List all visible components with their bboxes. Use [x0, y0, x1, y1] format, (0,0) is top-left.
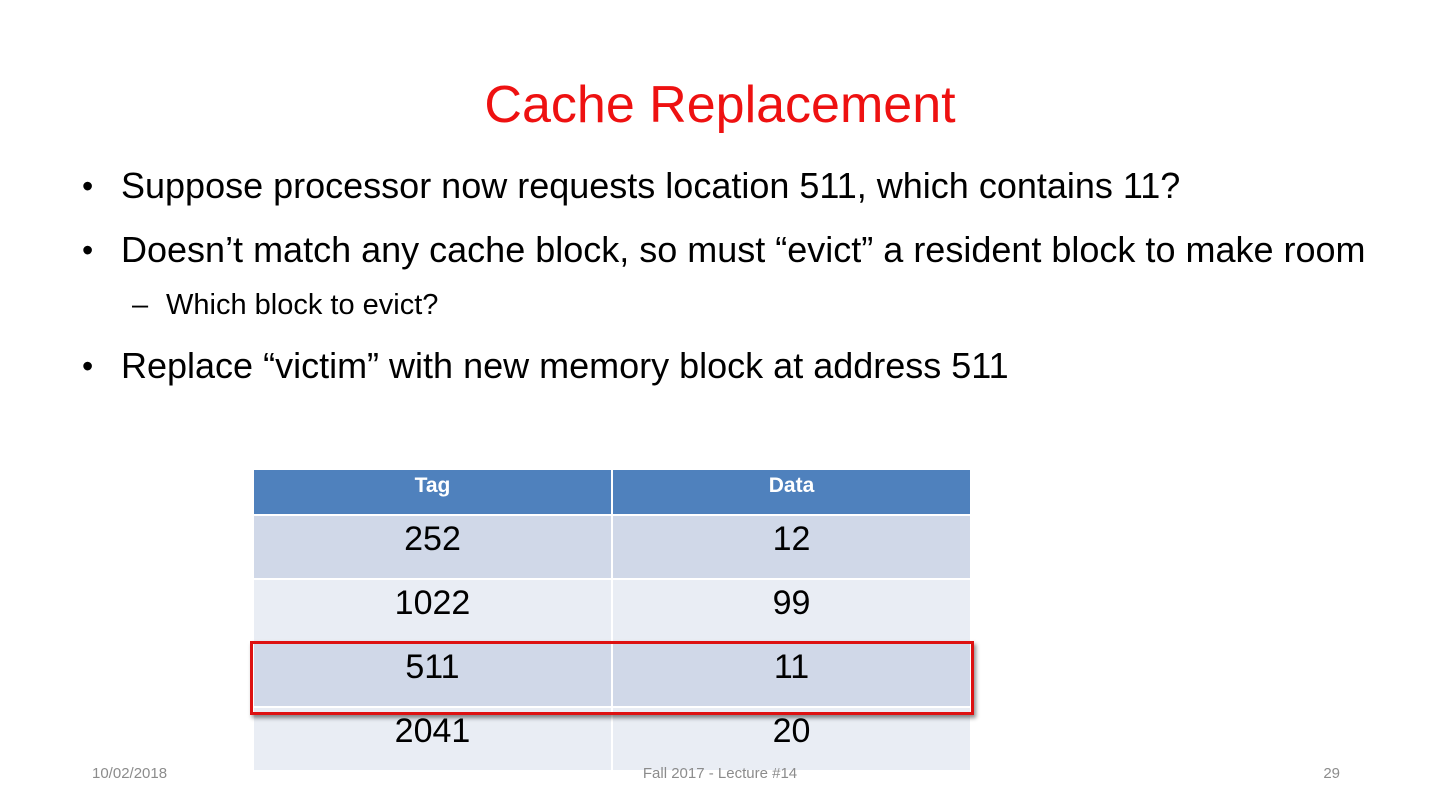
slide-title: Cache Replacement [484, 76, 956, 134]
bullet-text: Suppose processor now requests location … [121, 165, 1181, 206]
bullet-item: • Suppose processor now requests locatio… [80, 158, 1370, 214]
footer-page-number: 29 [1323, 765, 1340, 782]
data-cell: 99 [611, 578, 972, 644]
data-cell: 11 [611, 642, 972, 708]
data-column-header: Data [611, 468, 972, 516]
footer-date: 10/02/2018 [92, 765, 168, 782]
tag-cell: 2041 [252, 706, 613, 772]
bullet-dot-icon: • [82, 168, 94, 204]
bullet-item: • Doesn’t match any cache block, so must… [80, 222, 1370, 278]
bullet-list: • Suppose processor now requests locatio… [80, 158, 1370, 402]
bullet-item: • Replace “victim” with new memory block… [80, 338, 1370, 394]
bullet-dot-icon: • [82, 348, 94, 384]
table-row: 252 12 [252, 514, 972, 580]
footer-lecture: Fall 2017 - Lecture #14 [642, 765, 798, 782]
table-row: 511 11 [252, 642, 972, 708]
tag-cell: 252 [252, 514, 613, 580]
bullet-text: Replace “victim” with new memory block a… [121, 345, 1009, 386]
bullet-dot-icon: • [82, 232, 94, 268]
cache-table: Tag Data 252 12 1022 99 511 11 2041 20 [252, 468, 972, 772]
sub-bullet-text: Which block to evict? [166, 289, 439, 321]
tag-cell: 1022 [252, 578, 613, 644]
data-cell: 12 [611, 514, 972, 580]
dash-icon: – [132, 289, 149, 321]
tag-column-header: Tag [252, 468, 613, 516]
tag-cell: 511 [252, 642, 613, 708]
data-cell: 20 [611, 706, 972, 772]
table-header-row: Tag Data [252, 468, 972, 516]
table-row: 2041 20 [252, 706, 972, 772]
table-row: 1022 99 [252, 578, 972, 644]
sub-bullet-item: – Which block to evict? [80, 283, 1370, 327]
bullet-text: Doesn’t match any cache block, so must “… [121, 229, 1366, 270]
